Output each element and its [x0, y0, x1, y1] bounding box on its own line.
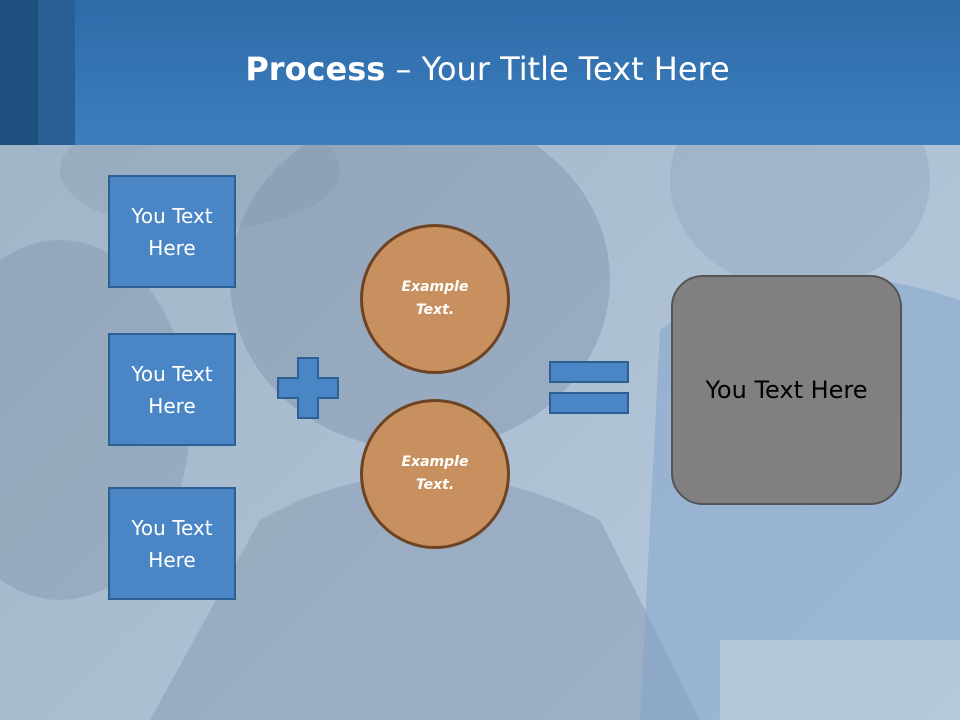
input-box-label: You Text Here: [131, 203, 213, 260]
header-accent-stripe: [38, 0, 75, 145]
result-box: You Text Here: [671, 275, 902, 505]
result-box-label: You Text Here: [705, 376, 868, 404]
example-circle-label: Example Text.: [401, 279, 469, 318]
slide-title: Process – Your Title Text Here: [75, 50, 900, 88]
example-circle: Example Text.: [360, 224, 510, 374]
example-circle: Example Text.: [360, 399, 510, 549]
example-circle-label: Example Text.: [401, 454, 469, 493]
title-bold-part: Process: [245, 50, 386, 88]
input-box: You Text Here: [108, 175, 236, 288]
input-box: You Text Here: [108, 333, 236, 446]
input-box-label: You Text Here: [131, 515, 213, 572]
input-box: You Text Here: [108, 487, 236, 600]
slide-header: Process – Your Title Text Here: [0, 0, 960, 145]
equals-icon: [549, 361, 629, 414]
input-box-label: You Text Here: [131, 361, 213, 418]
header-accent-stripe: [0, 0, 38, 145]
title-rest-part: – Your Title Text Here: [385, 50, 730, 88]
plus-icon: [277, 357, 339, 419]
